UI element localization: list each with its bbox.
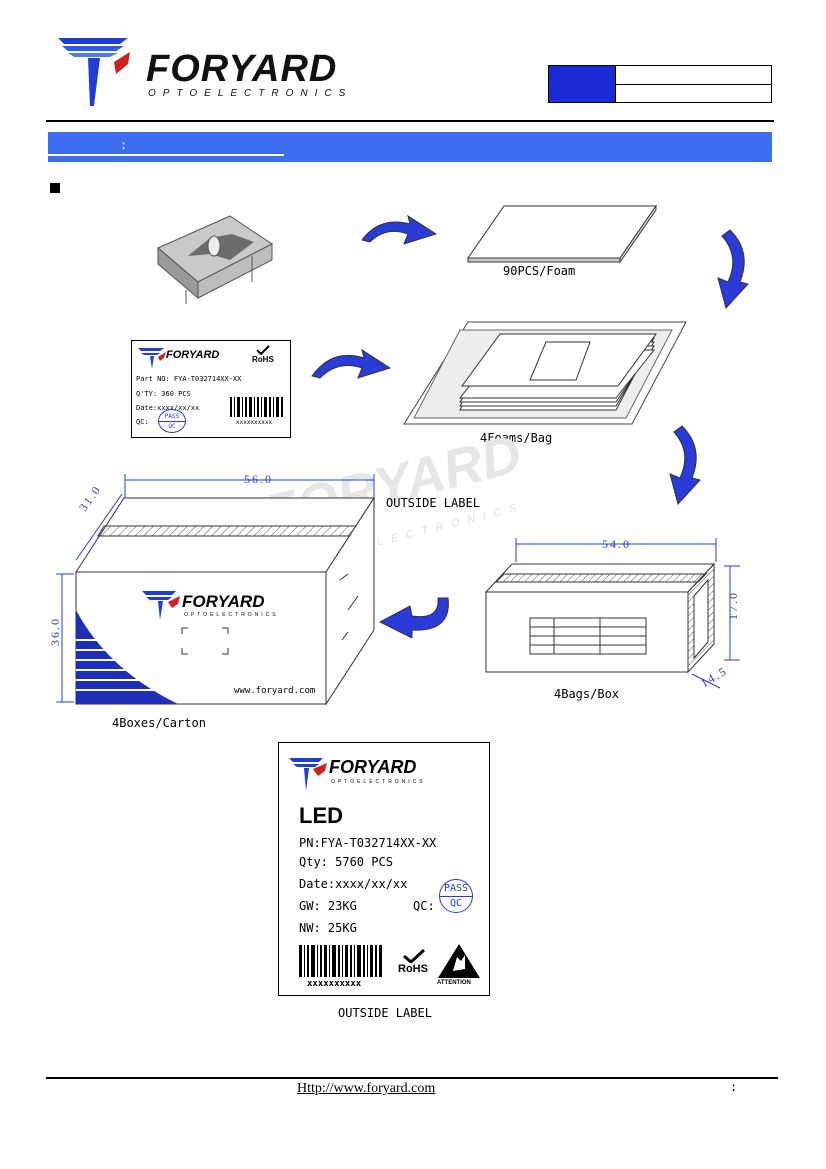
- brand-tagline: OPTOELECTRONICS: [148, 88, 353, 99]
- footer-colon: :: [730, 1080, 738, 1094]
- small-label-qc: QC:: [136, 418, 149, 426]
- box-illustration: [484, 538, 740, 689]
- step-bag-caption: 4Foams/Bag: [480, 431, 553, 445]
- check-icon: [256, 345, 270, 355]
- carton-length-dim: 56.0: [244, 472, 273, 486]
- outside-label-tagline: OPTOELECTRONICS: [331, 779, 426, 785]
- curved-arrow-icon: [378, 597, 449, 638]
- small-label-brand: FORYARD: [166, 349, 220, 361]
- step-foam-caption: 90PCS/Foam: [503, 264, 576, 278]
- section-bullet: [50, 183, 60, 193]
- small-label: FORYARD RoHS Part NO: FYA-T032714XX-XX Q…: [131, 340, 291, 438]
- foryard-logo-icon: [58, 38, 130, 106]
- small-label-part: Part NO: FYA-T032714XX-XX: [136, 375, 242, 383]
- carton-logo-brand: FORYARD: [182, 592, 265, 611]
- header-logo: FORYARD OPTOELECTRONICS: [54, 34, 354, 110]
- info-key-cell: [549, 84, 616, 102]
- bag-illustration: [403, 321, 687, 425]
- led-display-illustration: [157, 215, 273, 304]
- outside-label-pn: PN:FYA-T032714XX-XX: [299, 836, 437, 850]
- carton-height-dim: 36.0: [48, 617, 62, 646]
- outside-label-pass-stamp: PASS QC: [439, 879, 473, 913]
- footer-rule: [46, 1077, 778, 1079]
- curved-arrow-icon: [361, 214, 438, 245]
- carton-url: www.foryard.com: [234, 686, 316, 696]
- box-length-dim: 54.0: [602, 537, 631, 551]
- small-label-date: Date:xxxx/xx/xx: [136, 404, 200, 412]
- pass-text: PASS: [443, 883, 469, 894]
- carton-illustration: [56, 474, 375, 706]
- banner-underline: [48, 154, 284, 156]
- qc-stamp-text: QC: [440, 896, 472, 911]
- info-row: [549, 84, 771, 102]
- esd-warning-icon: [438, 944, 480, 978]
- small-pass-text: PASS: [164, 413, 180, 420]
- footer-website-link[interactable]: Http://www.foryard.com: [297, 1081, 436, 1096]
- step-carton-caption: 4Boxes/Carton: [112, 716, 206, 730]
- outside-label-rohs: RoHS: [398, 963, 428, 975]
- brand-name: FORYARD: [146, 48, 338, 90]
- carton-logo-tagline: OPTOELECTRONICS: [184, 612, 279, 618]
- small-label-qty: Q'TY: 360 PCS: [136, 390, 191, 398]
- section-banner: :: [48, 132, 772, 162]
- small-label-barcode-text: xxxxxxxxxx: [236, 419, 273, 426]
- outside-label: FORYARD OPTOELECTRONICS LED PN:FYA-T0327…: [278, 742, 490, 996]
- box-height-dim: 17.0: [726, 591, 740, 620]
- outside-label-caption-top: OUTSIDE LABEL: [386, 496, 480, 510]
- outside-label-qty: Qty: 5760 PCS: [299, 855, 393, 869]
- step-box-caption: 4Bags/Box: [554, 687, 620, 701]
- foryard-logo-icon: [142, 591, 180, 620]
- outside-label-caption: OUTSIDE LABEL: [338, 1006, 432, 1020]
- document-info-box: [548, 65, 772, 103]
- outside-label-brand: FORYARD: [329, 757, 417, 777]
- banner-colon: :: [120, 138, 128, 152]
- outside-label-attention: ATTENTION: [437, 980, 471, 986]
- small-label-pass-stamp: PASS QC: [158, 409, 186, 433]
- barcode-icon: [230, 397, 283, 417]
- curved-arrow-icon: [311, 348, 392, 379]
- outside-label-nw: NW: 25KG: [299, 921, 357, 935]
- curved-arrow-icon: [717, 229, 749, 310]
- foryard-logo-icon: [138, 348, 166, 369]
- foam-illustration: [467, 204, 657, 264]
- outside-label-barcode-text: xxxxxxxxxx: [307, 979, 362, 989]
- check-icon: [403, 949, 425, 963]
- outside-label-gw: GW: 23KG: [299, 899, 357, 913]
- small-qc-text: QC: [159, 421, 185, 431]
- curved-arrow-icon: [669, 425, 701, 506]
- header-rule: [46, 120, 774, 122]
- barcode-icon: [299, 945, 382, 977]
- outside-label-qc: QC:: [413, 899, 435, 913]
- outside-label-date: Date:xxxx/xx/xx: [299, 877, 408, 891]
- small-label-rohs: RoHS: [252, 355, 274, 364]
- info-row: [549, 66, 771, 85]
- info-key-cell: [549, 66, 616, 84]
- foryard-logo-icon: [289, 758, 327, 791]
- outside-label-product: LED: [299, 803, 343, 828]
